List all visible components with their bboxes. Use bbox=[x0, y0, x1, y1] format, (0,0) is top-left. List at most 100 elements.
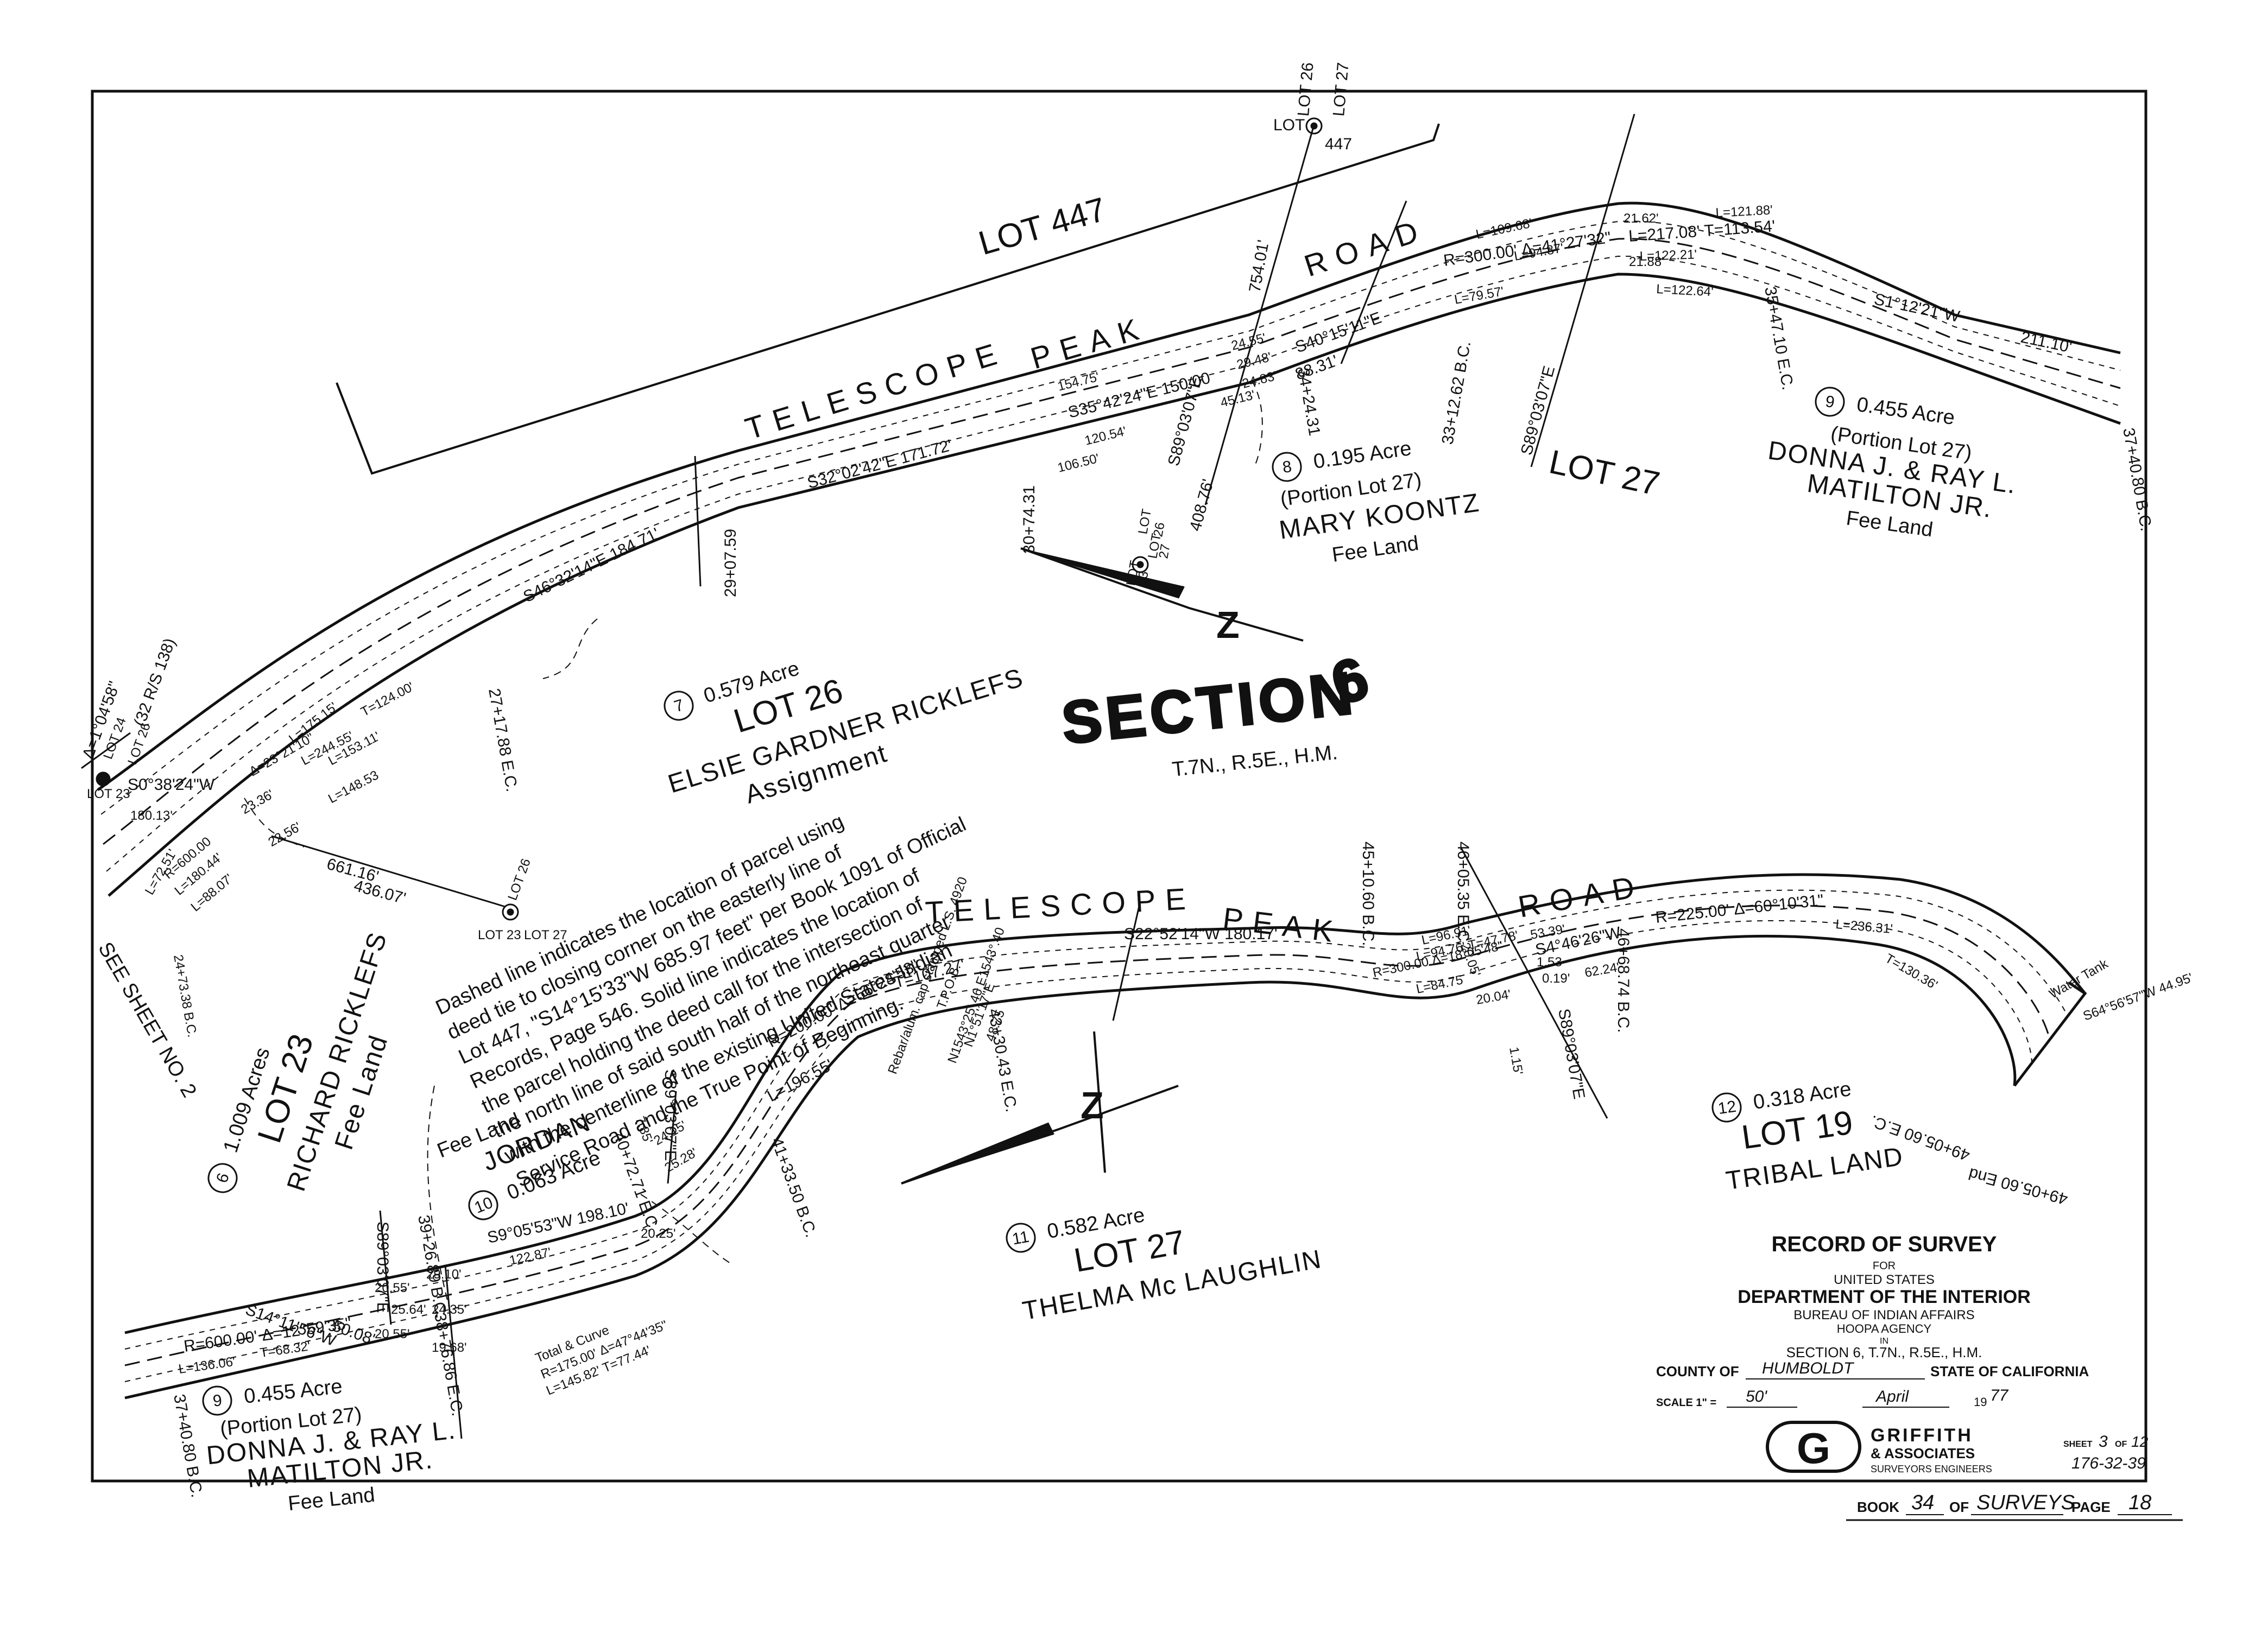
tb-scale-label: SCALE 1" = bbox=[1656, 1397, 1716, 1409]
us-3: 35+47.10 E.C. bbox=[1761, 285, 1797, 391]
ls-2: 41+33.50 B.C. bbox=[767, 1135, 820, 1239]
bp-of-label: OF bbox=[1949, 1499, 1969, 1515]
corner-bottom-lot27: LOT 27 bbox=[524, 928, 567, 942]
tb-united-states: UNITED STATES bbox=[1834, 1273, 1935, 1287]
corner-left-lot26: LOT 26 bbox=[125, 721, 154, 767]
lower-road-word-3: ROAD bbox=[1515, 868, 1646, 924]
bp-book: 34 bbox=[1911, 1491, 1934, 1514]
map-border bbox=[91, 90, 2147, 1483]
upper-road bbox=[97, 201, 2121, 897]
ub-24: 29.48' bbox=[1235, 350, 1273, 372]
parcel-6-num: 6 bbox=[213, 1171, 233, 1185]
corner-mid-27: 27 bbox=[1156, 543, 1173, 560]
parcel-9-lower: 9 0.455 Acre (Portion Lot 27) DONNA J. &… bbox=[202, 1375, 457, 1516]
ub-16: L=122.64' bbox=[1656, 282, 1714, 299]
lob-44: 20.25' bbox=[641, 1226, 676, 1241]
lb-14: 23.36' bbox=[239, 787, 276, 817]
bp-page-label: PAGE bbox=[2071, 1499, 2111, 1515]
ls-10: 38+76.86 E.C. bbox=[431, 1311, 466, 1417]
lob-11: T=130.36' bbox=[1883, 951, 1940, 993]
corner-monuments bbox=[96, 117, 1323, 921]
lower-road bbox=[124, 873, 2087, 1400]
griffith-logo-icon: G bbox=[1766, 1421, 1861, 1473]
corner-mid-23: 23 bbox=[1134, 570, 1151, 587]
lob-40: 25.64' bbox=[391, 1302, 426, 1317]
parcel-8-num: 8 bbox=[1281, 458, 1293, 477]
parcel-10-num: 10 bbox=[472, 1194, 495, 1217]
us-4: 37+40.80 B.C. bbox=[2119, 426, 2155, 532]
corner-top-lot: LOT bbox=[1273, 116, 1305, 134]
lb-2: T=124.00' bbox=[358, 679, 416, 719]
corner-left-lot23: LOT 23 bbox=[87, 787, 130, 801]
tb-month: April bbox=[1875, 1388, 1909, 1406]
north-arrow-upper: Z bbox=[1020, 547, 1304, 646]
property-lines bbox=[81, 113, 1635, 1439]
parcel-7: 7 0.579 Acre LOT 26 ELSIE GARDNER RICKLE… bbox=[664, 657, 1027, 809]
section-subtitle: T.7N., R.5E., H.M. bbox=[1171, 741, 1339, 781]
ub-29: (32 R/S 138) bbox=[131, 636, 179, 729]
ub-12: L=121.88' bbox=[1715, 203, 1773, 220]
lb-6: S0°38'24"W bbox=[128, 776, 215, 794]
lob-42: 20.55' bbox=[375, 1327, 410, 1341]
tb-scale: 50' bbox=[1746, 1388, 1767, 1406]
lot-27-label: LOT 27 bbox=[1546, 443, 1663, 503]
us-5: 27+17.88 E.C. bbox=[485, 687, 521, 793]
lob-20: 50.08' bbox=[330, 1317, 377, 1349]
lot-447-label: LOT 447 bbox=[975, 191, 1110, 263]
lob-15: 122.87' bbox=[508, 1245, 553, 1268]
book-page-line: BOOK 34 OF SURVEYS PAGE 18 bbox=[1846, 1491, 2183, 1521]
ub-14: L=122.21' bbox=[1639, 247, 1697, 264]
tb-year: 77 bbox=[1990, 1387, 2009, 1404]
parcel-11: 11 0.582 Acre LOT 27 THELMA Mc LAUGHLIN bbox=[1006, 1204, 1324, 1326]
lob-45: 19.68' bbox=[432, 1340, 467, 1355]
tb-firm2: & ASSOCIATES bbox=[1871, 1445, 1975, 1461]
tb-year-prefix: 19 bbox=[1974, 1395, 1987, 1409]
tb-county-label: COUNTY OF bbox=[1656, 1363, 1739, 1379]
logo-letter: G bbox=[1797, 1424, 1830, 1472]
lob-10: L=236.31' bbox=[1835, 917, 1893, 936]
parcel-6: 6 1.009 Acres LOT 23 RICHARD RICKLEFS Fe… bbox=[207, 928, 394, 1195]
tb-county: HUMBOLDT bbox=[1762, 1359, 1855, 1377]
lb-13: 436.07' bbox=[352, 877, 408, 908]
corner-top-447: 447 bbox=[1325, 135, 1352, 153]
parcel-9b-num: 9 bbox=[212, 1391, 223, 1410]
bp-surveys: SURVEYS bbox=[1976, 1491, 2075, 1514]
lob-13: Water Tank bbox=[2047, 956, 2111, 1002]
parcel-9-upper: 9 0.455 Acre (Portion Lot 27) DONNA J. &… bbox=[1766, 387, 2018, 541]
ub-17: 21.62' bbox=[1624, 211, 1659, 226]
tb-title: RECORD OF SURVEY bbox=[1772, 1232, 1997, 1256]
parcel-9a-area: 0.455 Acre bbox=[1855, 393, 1956, 429]
parcel-12-num: 12 bbox=[1717, 1098, 1738, 1118]
lob-0: S22°52'14"W 180.17' bbox=[1124, 925, 1278, 943]
lob-35: 20.04' bbox=[1475, 987, 1512, 1008]
ub-21: 106.50' bbox=[1056, 451, 1101, 476]
bp-page: 18 bbox=[2128, 1491, 2151, 1514]
ub-27: S89°03'07"E bbox=[1518, 364, 1558, 457]
ls-8: 49+05.60 End bbox=[1967, 1164, 2070, 1208]
us-2: 33+12.62 B.C. bbox=[1438, 340, 1474, 446]
section-label: SECTION bbox=[1059, 660, 1360, 757]
dashed-tie-lines bbox=[244, 379, 1263, 1314]
parcel-9b-area: 0.455 Acre bbox=[243, 1375, 343, 1408]
lob-24: S89°03'07"E bbox=[374, 1221, 391, 1313]
parcel-11-num: 11 bbox=[1010, 1228, 1030, 1249]
ls-4: 45+10.60 B.C. bbox=[1359, 841, 1377, 946]
ub-20: 120.54' bbox=[1083, 424, 1128, 448]
lob-39: 20.55' bbox=[375, 1281, 410, 1295]
tb-sheet-total: 12 bbox=[2131, 1433, 2149, 1450]
lb-5: L=148.53 bbox=[326, 768, 381, 806]
us-6: 34+24.31 bbox=[1294, 366, 1323, 437]
title-block: RECORD OF SURVEY FOR UNITED STATES DEPAR… bbox=[1656, 1232, 2149, 1474]
lot447-boundary bbox=[336, 123, 1440, 475]
tb-bureau: BUREAU OF INDIAN AFFAIRS bbox=[1793, 1308, 1974, 1322]
corner-bottom-lot26: LOT 26 bbox=[505, 857, 534, 902]
lb-7: 180.13' bbox=[130, 808, 173, 823]
parcel-9b-status: Fee Land bbox=[287, 1484, 376, 1516]
ub-25: 24.83' bbox=[1241, 369, 1278, 391]
ls-3: 43+30.43 E.C. bbox=[984, 1007, 1020, 1113]
parcel-8-status: Fee Land bbox=[1331, 532, 1420, 567]
lob-25: S89°03'07"E bbox=[661, 1069, 679, 1161]
tb-job: 176-32-39 bbox=[2071, 1454, 2146, 1472]
ub-19: 154.75' bbox=[1056, 370, 1101, 394]
